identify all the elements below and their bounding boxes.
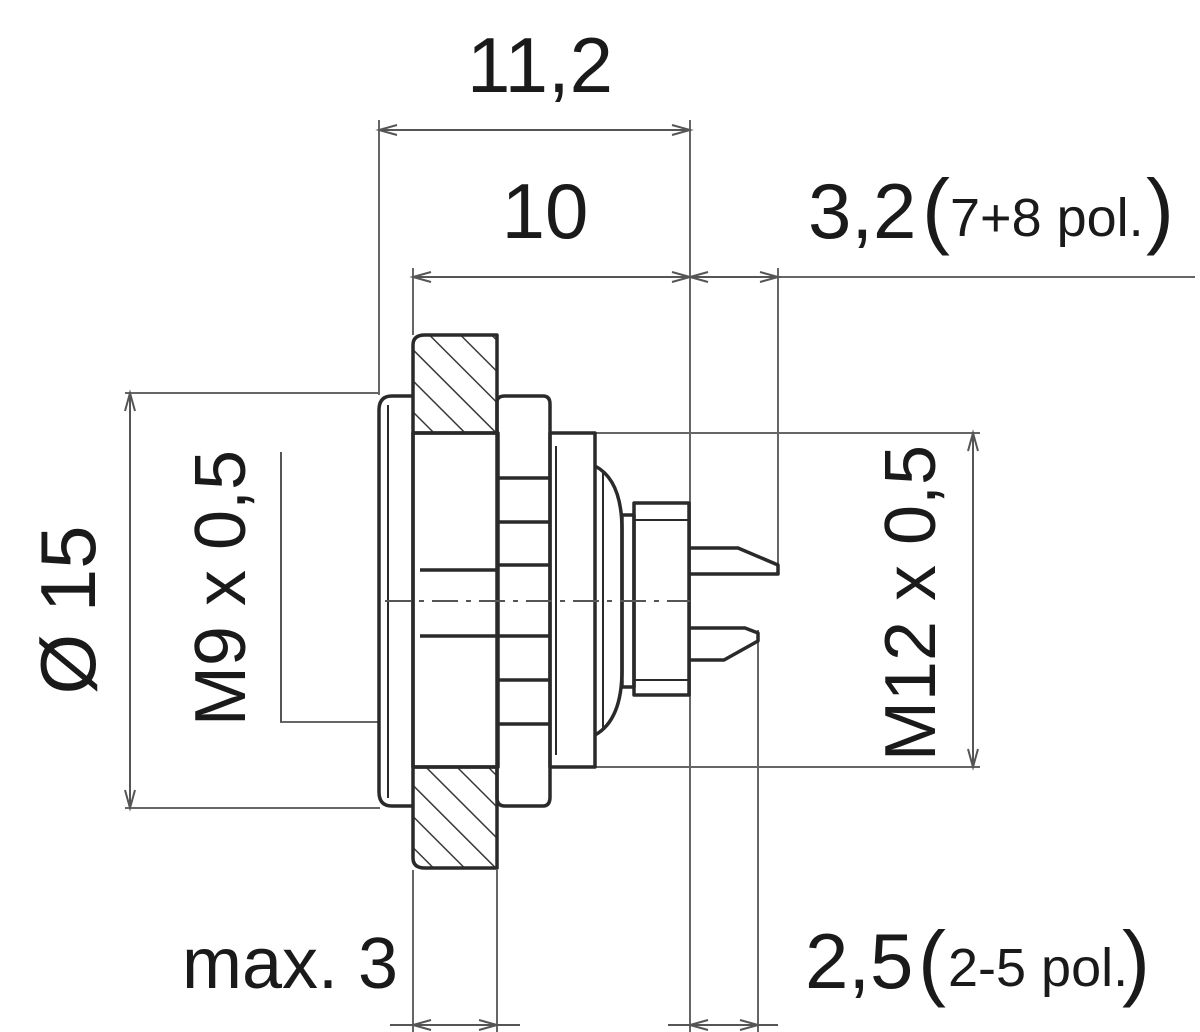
dim-panel-thickness: max. 3 [182, 924, 398, 1004]
pin-short [689, 626, 760, 662]
paren-close-top: ) [1146, 162, 1174, 256]
panel-section-top [411, 333, 499, 435]
dim-overall-length: 11,2 [467, 21, 613, 109]
pin-long [689, 546, 780, 576]
dimension-lines [124, 124, 979, 1031]
connector-body [377, 333, 780, 870]
dim-body-length: 10 [502, 167, 589, 255]
dim-front-thread: M9 x 0,5 [181, 450, 261, 726]
paren-open-bottom: ( [918, 914, 946, 1008]
paren-open-top: ( [922, 162, 950, 256]
dim-pin-note-2-5: 2-5 pol. [948, 938, 1128, 998]
dim-rear-thread: M12 x 0,5 [871, 445, 951, 761]
dim-pin-length-2-5: 2,5 [805, 917, 913, 1005]
dim-front-diameter: Ø 15 [24, 525, 112, 694]
extension-lines [125, 120, 1195, 1032]
panel-section-bottom [411, 765, 499, 870]
paren-close-bottom: ) [1122, 914, 1150, 1008]
dim-pin-length-7-8: 3,2 [808, 167, 916, 255]
dim-pin-note-7-8: 7+8 pol. [950, 188, 1144, 248]
